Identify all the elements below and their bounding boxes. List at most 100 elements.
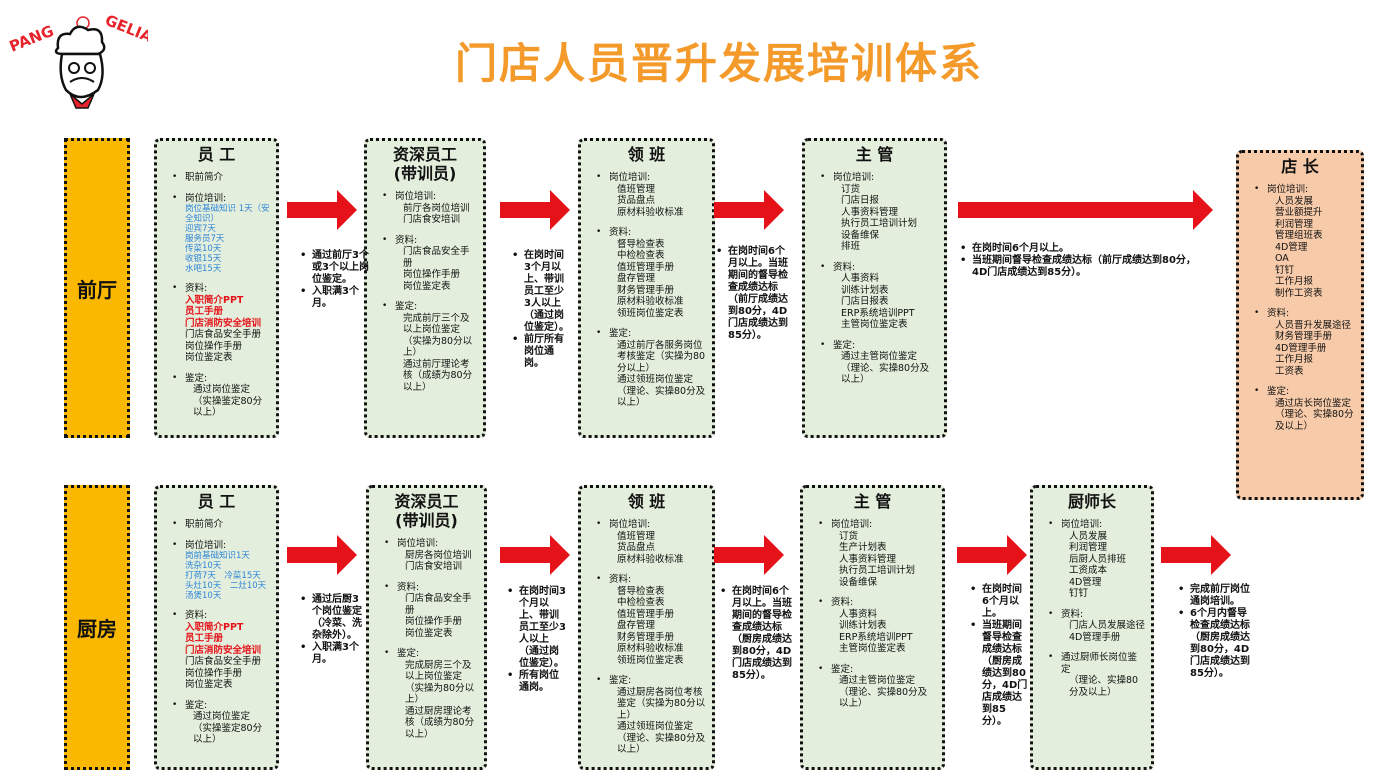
row-label-kitchen: 厨房 <box>64 485 130 770</box>
stage-title: 主 管 <box>809 492 936 511</box>
section-line: 后厨人员排班 <box>1069 553 1127 565</box>
section-line: 人员晋升发展途径 <box>1275 319 1352 331</box>
stage-section: 职前简介 <box>163 519 270 531</box>
section-line: 资料: <box>395 234 418 246</box>
section-line: 岗位操作手册 <box>185 340 243 352</box>
section-blue-line: 岗前基础知识1天 <box>185 551 250 561</box>
section-line: 资料: <box>1061 608 1084 620</box>
promotion-criteria-1-1: 在岗时间3个月以上、带训员工至少3人以上（通过岗位鉴定）。所有岗位通岗。 <box>507 586 567 694</box>
section-line: 4D管理 <box>1069 576 1102 588</box>
section-blue-line: 收银15天 <box>185 254 222 264</box>
criteria-point: 入职满3个月。 <box>300 642 362 666</box>
stage-title: 厨师长 <box>1039 492 1145 511</box>
stage-title: 资深员工(带训员) <box>375 492 478 530</box>
stage-section: 通过厨师长岗位鉴定（理论、实操80分及以上） <box>1039 652 1145 698</box>
section-line: 值班管理手册 <box>617 261 675 273</box>
criteria-point: 入职满3个月。 <box>300 286 370 310</box>
section-red-line: 员工手册 <box>185 306 224 317</box>
stage-section: 鉴定:通过店长岗位鉴定（理论、实操80分及以上） <box>1245 386 1355 432</box>
section-line: 生产计划表 <box>839 542 887 553</box>
stage-title: 资深员工(带训员) <box>373 145 477 183</box>
section-line: 鉴定: <box>1267 386 1290 397</box>
section-line: 岗位鉴定表 <box>405 627 453 639</box>
section-line: 原材料验收标准 <box>617 553 684 565</box>
section-line: 订货 <box>841 183 861 195</box>
promotion-criteria-1-2: 在岗时间6个月以上。当班期间的督导检查成绩达标（厨房成绩达到80分，4D门店成绩… <box>720 586 796 682</box>
stage-section: 资料:入职简介PPT员工手册门店消防安全培训门店食品安全手册岗位操作手册岗位鉴定… <box>163 610 270 691</box>
criteria-point: 在岗时间6个月以上。当班期间的督导检查成绩达标（前厅成绩达到80分，4D门店成绩… <box>716 246 788 342</box>
section-line: 岗位培训: <box>397 538 439 549</box>
section-line: 完成厨房三个及以上岗位鉴定（实操为80分以上） <box>405 659 475 706</box>
promotion-criteria-1-3: 在岗时间6个月以上。当班期间督导检查成绩达标（厨房成绩达到80分，4D门店成绩达… <box>970 584 1028 728</box>
section-red-line: 门店消防安全培训 <box>185 317 262 329</box>
section-line: 岗位培训: <box>185 539 227 551</box>
stage-title-line: 店 长 <box>1281 157 1319 176</box>
section-line: 通过主管岗位鉴定 <box>839 675 916 686</box>
stage-box-kitchen-3: 主 管岗位培训:订货生产计划表人事资料管理执行员工培训计划设备维保资料:人事资料… <box>800 485 945 770</box>
section-line: 工资成本 <box>1069 565 1108 576</box>
section-line: 职前简介 <box>185 172 224 183</box>
section-line: 主管岗位鉴定表 <box>841 319 908 330</box>
section-line: 门店人员发展途径 <box>1069 620 1146 631</box>
criteria-point: 在岗时间6个月以上。 <box>960 243 1200 255</box>
section-red-line: 入职简介PPT <box>185 621 244 633</box>
stage-box-front-2: 领 班岗位培训:值班管理货品盘点原材料验收标准资料:督导检查表中检检查表值班管理… <box>578 138 715 438</box>
section-line: 盘存管理 <box>617 273 656 284</box>
section-line: 设备维保 <box>841 229 880 241</box>
section-line: 制作工资表 <box>1275 287 1323 299</box>
criteria-point: 当班期间督导检查成绩达标（厨房成绩达到80分，4D门店成绩达到85分）。 <box>970 620 1028 728</box>
section-line: 督导检查表 <box>617 585 665 597</box>
criteria-point: 通过前厅3个或3个以上岗位鉴定。 <box>300 250 370 286</box>
stage-section: 鉴定:通过前厅各服务岗位考核鉴定（实操为80分以上）通过领班岗位鉴定（理论、实操… <box>587 328 706 409</box>
section-line: 训练计划表 <box>841 284 889 296</box>
stage-section: 鉴定:通过岗位鉴定（实操鉴定80分以上） <box>163 700 270 746</box>
progression-arrow-icon <box>287 190 357 230</box>
section-line: 中检检查表 <box>617 597 665 608</box>
section-blue-line: 迎宾7天 <box>185 224 216 234</box>
section-line: 人员发展 <box>1069 530 1108 542</box>
section-line: 鉴定: <box>397 648 420 659</box>
section-line: （理论、实操80分及以上） <box>1275 409 1354 432</box>
store-manager-box: 店 长岗位培训:人员发展营业额提升利润管理管理组班表4D管理OA钉钉工作月报制作… <box>1236 150 1364 500</box>
page-title: 门店人员晋升发展培训体系 <box>455 39 984 88</box>
section-line: 资料: <box>397 581 420 593</box>
section-line: 执行员工培训计划 <box>839 565 916 576</box>
section-line: 岗位培训: <box>395 191 437 202</box>
section-line: 中检检查表 <box>617 250 665 261</box>
section-line: ERP系统培训PPT <box>841 307 915 319</box>
section-line: 人事资料管理 <box>841 206 899 218</box>
section-line: 岗位培训: <box>1061 519 1103 530</box>
stage-title: 主 管 <box>811 145 938 164</box>
section-line: 订货 <box>839 530 859 542</box>
section-line: 工作月报 <box>1275 354 1314 365</box>
stage-section: 鉴定:通过岗位鉴定（实操鉴定80分以上） <box>163 373 270 419</box>
section-line: 资料: <box>1267 308 1290 319</box>
section-blue-line: 传菜10天 <box>185 244 222 254</box>
section-line: 资料: <box>609 574 632 585</box>
stage-title-line: 员 工 <box>197 492 236 511</box>
stage-title-line: 员 工 <box>197 145 236 164</box>
section-line: ERP系统培训PPT <box>839 631 913 643</box>
section-line: 厨房各岗位培训 <box>405 549 472 561</box>
section-line: 原材料验收标准 <box>617 643 684 654</box>
section-line: 值班管理 <box>617 530 656 542</box>
section-line: 通过店长岗位鉴定 <box>1275 397 1352 409</box>
section-line: 通过岗位鉴定 <box>193 711 251 722</box>
section-line: 人事资料管理 <box>839 553 897 565</box>
section-red-line: 员工手册 <box>185 633 224 644</box>
stage-title-line: (带训员) <box>393 164 457 183</box>
section-line: 资料: <box>833 261 856 273</box>
stage-section: 资料:督导检查表中检检查表值班管理手册盘存管理财务管理手册原材料验收标准领班岗位… <box>587 574 706 666</box>
section-line: 岗位操作手册 <box>403 269 461 280</box>
section-line: 督导检查表 <box>617 238 665 250</box>
